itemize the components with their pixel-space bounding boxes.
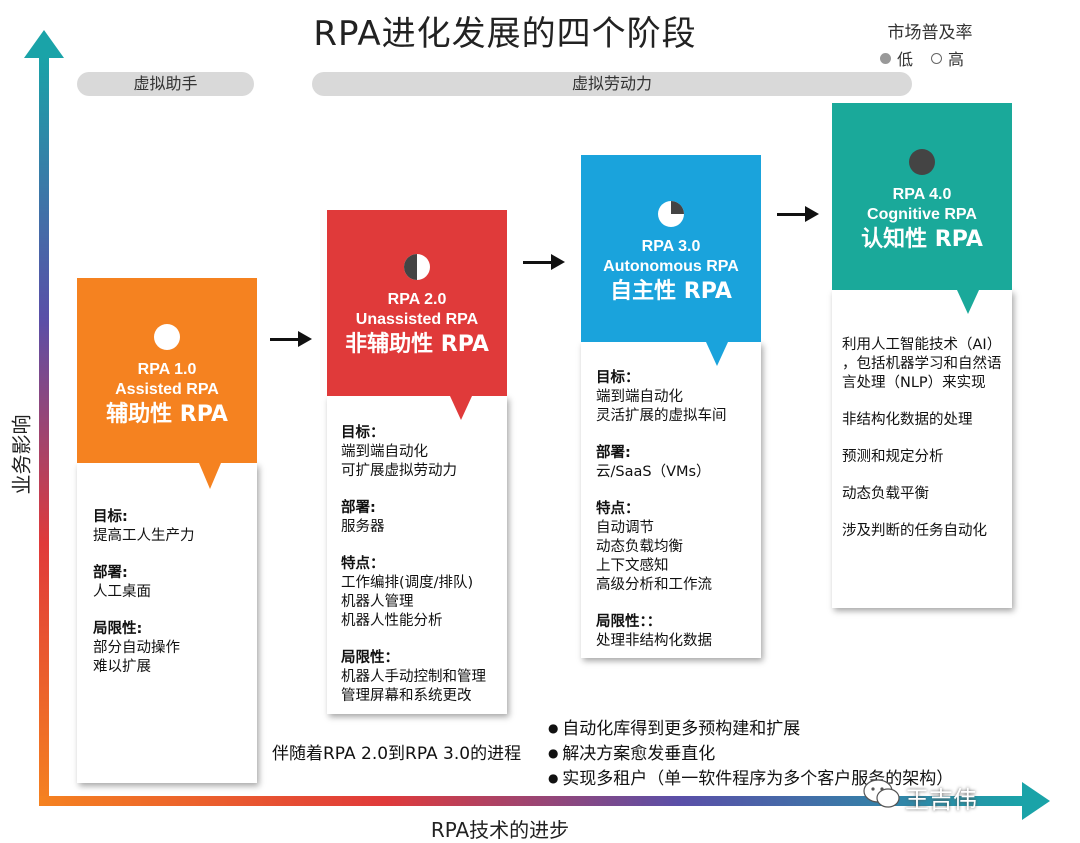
stage-card-1 bbox=[77, 463, 257, 783]
y-axis-arrowhead bbox=[24, 30, 64, 58]
y-axis-label: 业务影响 bbox=[9, 414, 34, 495]
stage-chinese: 非辅助性 RPA bbox=[345, 332, 489, 357]
stage-card-3 bbox=[581, 342, 761, 658]
y-axis-line bbox=[39, 56, 49, 806]
hollow-dot-icon bbox=[931, 52, 943, 64]
stage-chinese: 自主性 RPA bbox=[610, 279, 732, 304]
stage-header-1: RPA 1.0 Assisted RPA 辅助性 RPA bbox=[77, 278, 257, 463]
band-virtual-workforce: 虚拟劳动力 bbox=[312, 72, 912, 96]
stage-version: RPA 4.0 bbox=[892, 186, 952, 203]
stage-english: Unassisted RPA bbox=[355, 311, 479, 328]
stage-card-4 bbox=[832, 290, 1012, 608]
x-axis-arrowhead bbox=[1022, 782, 1050, 820]
legend-high: 高 bbox=[948, 50, 965, 69]
list-item: 实现多租户（单一软件程序为多个客户服务的架构） bbox=[548, 766, 953, 791]
page-title: RPA进化发展的四个阶段 bbox=[313, 14, 697, 54]
stage-version: RPA 3.0 bbox=[641, 238, 701, 255]
band-virtual-assistant: 虚拟助手 bbox=[77, 72, 254, 96]
stage-body-3: 目标：端到端自动化灵活扩展的虚拟车间 部署:云/SaaS（VMs） 特点：自动调… bbox=[596, 370, 727, 649]
list-item: 解决方案愈发垂直化 bbox=[548, 741, 953, 766]
stage-body-4: 利用人工智能技术（AI），包括机器学习和自然语言处理（NLP）来实现 非结构化数… bbox=[842, 337, 1002, 539]
stage-english: Cognitive RPA bbox=[867, 206, 977, 223]
adoption-pie-icon bbox=[404, 254, 430, 280]
stage-body-1: 目标:提高工人生产力 部署:人工桌面 局限性:部分自动操作难以扩展 bbox=[93, 509, 195, 675]
stage-pointer-3 bbox=[706, 342, 728, 366]
stage-chinese: 辅助性 RPA bbox=[106, 402, 228, 427]
stage-chinese: 认知性 RPA bbox=[861, 227, 983, 252]
legend-title: 市场普及率 bbox=[887, 23, 973, 43]
stage-body-2: 目标：端到端自动化可扩展虚拟劳动力 部署:服务器 特点：工作编排(调度/排队)机… bbox=[341, 425, 486, 704]
stage-header-4: RPA 4.0 Cognitive RPA 认知性 RPA bbox=[832, 103, 1012, 290]
stage-english: Assisted RPA bbox=[115, 381, 219, 398]
stage-pointer-1 bbox=[199, 463, 221, 489]
x-axis-line bbox=[39, 796, 1024, 806]
wechat-icon bbox=[863, 779, 900, 808]
legend: 低 高 bbox=[880, 46, 964, 70]
stage-header-3: RPA 3.0 Autonomous RPA 自主性 RPA bbox=[581, 155, 761, 342]
bullet-list: 自动化库得到更多预构建和扩展 解决方案愈发垂直化 实现多租户（单一软件程序为多个… bbox=[548, 716, 953, 791]
stage-card-2 bbox=[327, 396, 507, 714]
adoption-pie-icon bbox=[909, 149, 935, 175]
adoption-pie-icon bbox=[154, 324, 180, 350]
stage-version: RPA 1.0 bbox=[137, 361, 197, 378]
x-axis-label: RPA技术的进步 bbox=[430, 818, 570, 842]
stage-header-2: RPA 2.0 Unassisted RPA 非辅助性 RPA bbox=[327, 210, 507, 396]
right-arrow-icon bbox=[523, 254, 565, 270]
filled-dot-icon bbox=[880, 52, 891, 64]
stage-pointer-4 bbox=[957, 290, 979, 314]
stage-pointer-2 bbox=[450, 396, 472, 420]
stage-version: RPA 2.0 bbox=[387, 291, 447, 308]
right-arrow-icon bbox=[270, 331, 312, 347]
progress-note: 伴随着RPA 2.0到RPA 3.0的进程 bbox=[272, 744, 522, 764]
legend-low: 低 bbox=[897, 50, 914, 69]
adoption-pie-icon bbox=[658, 201, 684, 227]
watermark-name: 王吉伟 bbox=[905, 786, 977, 814]
list-item: 自动化库得到更多预构建和扩展 bbox=[548, 716, 953, 741]
right-arrow-icon bbox=[777, 206, 819, 222]
stage-english: Autonomous RPA bbox=[603, 258, 739, 275]
